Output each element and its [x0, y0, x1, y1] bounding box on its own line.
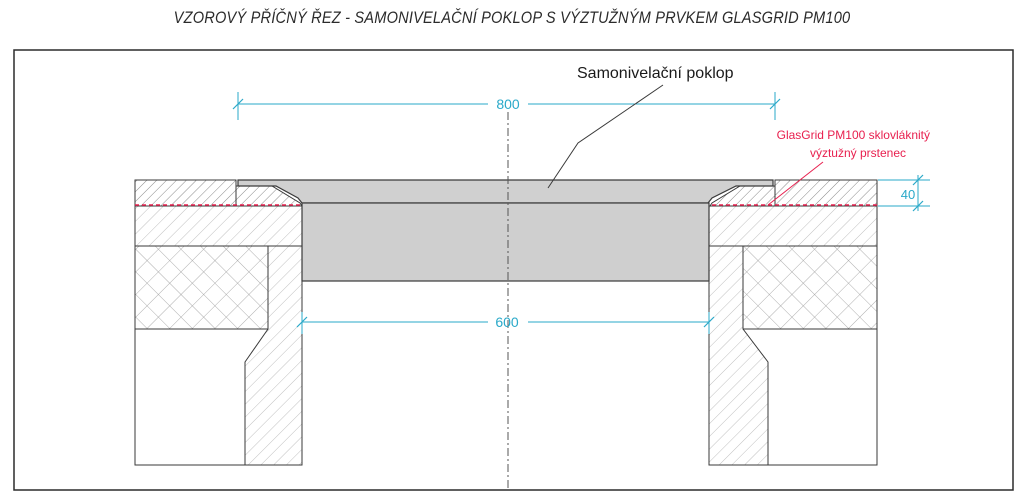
dim600-value: 600 [495, 314, 519, 330]
glasgrid-label-line2: výztužný prstenec [810, 146, 906, 160]
drawing-title: VZOROVÝ PŘÍČNÝ ŘEZ - SAMONIVELAČNÍ POKLO… [173, 8, 851, 27]
dim800-value: 800 [496, 96, 520, 112]
cover-body [301, 202, 710, 282]
left-base-layer [134, 205, 303, 247]
right-asphalt-layer [774, 179, 878, 207]
cover-flange [237, 179, 774, 204]
dimension-600: 600 [296, 312, 715, 334]
manhole-cover [237, 179, 774, 282]
cover-label: Samonivelační poklop [577, 65, 734, 82]
dim600-tick-left [296, 316, 308, 328]
drawing-frame [13, 49, 1014, 491]
left-asphalt-layer [134, 179, 237, 207]
glasgrid-leader-line [767, 161, 824, 206]
left-lower-outline [134, 329, 245, 466]
left-crosshatch-block [134, 245, 269, 330]
left-structure [134, 179, 303, 466]
glasgrid-callout: GlasGrid PM100 sklovláknitý výztužný prs… [767, 128, 930, 206]
right-structure [708, 179, 878, 466]
dimension-800: 800 [232, 92, 781, 120]
dim600-tick-right [703, 316, 715, 328]
dim800-tick-right [769, 98, 781, 110]
cover-callout: Samonivelační poklop [547, 65, 734, 189]
dim800-tick-left [232, 98, 244, 110]
dim40-value: 40 [901, 187, 915, 202]
right-lower-outline [768, 329, 878, 466]
dim40-tick-top [912, 174, 924, 186]
cover-leader-line [547, 84, 664, 189]
right-crosshatch-block [742, 245, 878, 330]
dim40-tick-bottom [912, 200, 924, 212]
dimension-40: 40 [878, 174, 930, 212]
glasgrid-label-line1: GlasGrid PM100 sklovláknitý [777, 128, 930, 142]
right-base-layer [708, 205, 878, 247]
